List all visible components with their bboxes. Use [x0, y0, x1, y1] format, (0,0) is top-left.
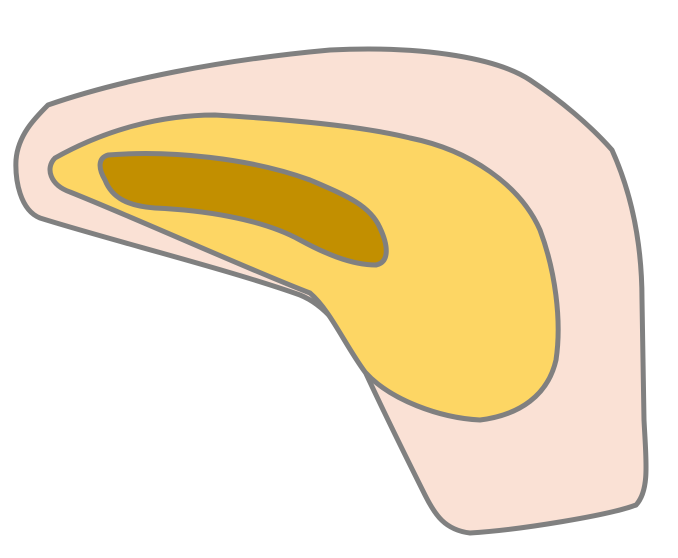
- inner-region: [97, 151, 389, 268]
